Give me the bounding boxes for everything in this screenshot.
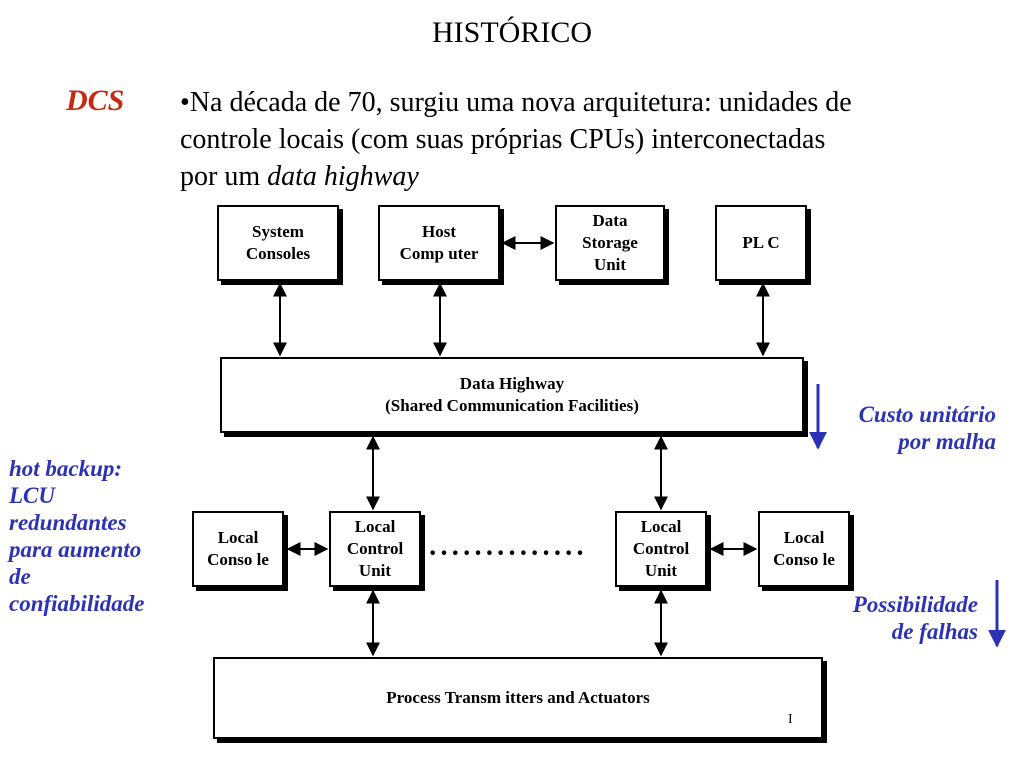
plc-box: PL C [715,205,807,281]
local-console-left-box: Local Conso le [192,511,284,587]
bullet-main: •Na década de 70, surgiu uma nova arquit… [180,87,852,192]
ellipsis-dots: ·············· [428,538,587,569]
bullet-italic: data highway [267,161,419,192]
process-box: Process Transm itters and Actuators [213,657,823,739]
lcu-left-box: Local Control Unit [329,511,421,587]
data-storage-box: Data Storage Unit [555,205,665,281]
local-console-right-box: Local Conso le [758,511,850,587]
corner-mark: I [788,712,793,727]
note-hot-backup: hot backup: LCU redundantes para aumento… [9,456,145,616]
system-consoles-box: System Consoles [217,205,339,281]
note-possibilidade: Possibilidade de falhas [852,592,978,644]
data-highway-box: Data Highway (Shared Communication Facil… [220,357,804,433]
bullet-text: •Na década de 70, surgiu uma nova arquit… [180,84,860,195]
dcs-label: DCS [66,84,125,117]
slide-title: HISTÓRICO [431,16,592,49]
lcu-right-box: Local Control Unit [615,511,707,587]
note-custo: Custo unitário por malha [858,402,996,454]
host-computer-box: Host Comp uter [378,205,500,281]
